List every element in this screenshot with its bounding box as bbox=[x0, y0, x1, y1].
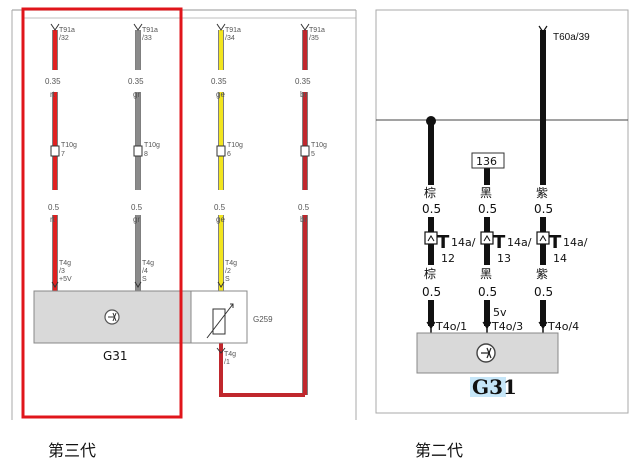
right-connector-pin: 13 bbox=[497, 252, 511, 265]
left-wire-bot-pin: /4 bbox=[142, 268, 148, 275]
left-wire-gauge: 0.35 bbox=[211, 77, 227, 86]
left-wire-top-pin: /32 bbox=[59, 35, 69, 42]
right-connector-T: T bbox=[493, 232, 506, 253]
left-wire-mid-pin: 6 bbox=[227, 151, 231, 158]
box-136-label: 136 bbox=[476, 155, 497, 168]
left-wire-bot-pin: /3 bbox=[59, 268, 65, 275]
left-wire-group: T91a/320.35rtT10g70.5rtT4g/3+5VT91a/330.… bbox=[45, 23, 327, 397]
g259-pin: /1 bbox=[224, 359, 230, 366]
right-wire-color-bot: 黑 bbox=[480, 267, 492, 281]
gen3-highlight-box bbox=[21, 7, 183, 419]
right-connector-suffix: 14a/ bbox=[507, 236, 532, 249]
left-wire-gauge2: 0.5 bbox=[131, 203, 143, 212]
right-wire-bottom-pin: T4o/3 bbox=[491, 320, 523, 333]
left-wire-mid-pin: 5 bbox=[311, 151, 315, 158]
right-wire-bottom-pin: T4o/1 bbox=[435, 320, 467, 333]
left-wire-bot-tag: T4g bbox=[142, 260, 154, 267]
left-wire-bot-extra: +5V bbox=[59, 276, 72, 283]
left-wire-top-pin: /33 bbox=[142, 35, 152, 42]
right-connector-pin: 14 bbox=[553, 252, 567, 265]
right-wire-gauge-bot: 0.5 bbox=[534, 285, 553, 299]
t60a-connector-label: T60a/39 bbox=[553, 32, 590, 43]
left-wire-bot-extra: S bbox=[225, 276, 230, 283]
right-wire-color-top: 棕 bbox=[424, 185, 436, 200]
left-wire-bot-tag: T4g bbox=[225, 260, 237, 267]
left-wire-gauge2: 0.5 bbox=[214, 203, 226, 212]
left-wire-top-tag: T91a bbox=[309, 27, 325, 34]
g259-pin-tag: T4g bbox=[224, 351, 236, 358]
left-wire-gauge: 0.35 bbox=[128, 77, 144, 86]
left-wire-gauge2: 0.5 bbox=[298, 203, 310, 212]
right-connector-T: T bbox=[437, 232, 450, 253]
right-wire-color-top: 紫 bbox=[536, 186, 548, 200]
g259-label: G259 bbox=[253, 315, 273, 324]
left-wire-top-pin: /35 bbox=[309, 35, 319, 42]
caption-gen3: 第三代 bbox=[48, 441, 96, 460]
left-wire-color-bot: rt bbox=[50, 215, 56, 224]
right-connector-T: T bbox=[549, 232, 562, 253]
right-wire-gauge-bot: 0.5 bbox=[478, 285, 497, 299]
left-wire-mid-pin: 7 bbox=[61, 151, 65, 158]
left-wire-gauge2: 0.5 bbox=[48, 203, 60, 212]
right-wire-extra: 5v bbox=[493, 306, 507, 319]
right-wire-gauge-top: 0.5 bbox=[422, 202, 441, 216]
left-wire-bot-extra: S bbox=[142, 276, 147, 283]
left-wire-top-tag: T91a bbox=[59, 27, 75, 34]
right-wire-gauge-top: 0.5 bbox=[478, 202, 497, 216]
g259-component bbox=[190, 290, 248, 344]
left-wire-color-top: rt bbox=[50, 90, 56, 99]
left-wire-top-pin: /34 bbox=[225, 35, 235, 42]
caption-gen2: 第二代 bbox=[415, 441, 463, 460]
right-wire-color-bot: 紫 bbox=[536, 267, 548, 281]
right-connector-pin: 12 bbox=[441, 252, 455, 265]
g259-return-wire bbox=[216, 343, 305, 397]
left-wire-mid-tag: T10g bbox=[227, 142, 243, 149]
right-wire-gauge-top: 0.5 bbox=[534, 202, 553, 216]
g31-label-gen2: G31 bbox=[472, 375, 517, 399]
right-wire-gauge-bot: 0.5 bbox=[422, 285, 441, 299]
right-wire-color-bot: 棕 bbox=[424, 266, 436, 281]
left-panel: T91a/320.35rtT10g70.5rtT4g/3+5VT91a/330.… bbox=[11, 7, 357, 460]
left-wire-mid-tag: T10g bbox=[61, 142, 77, 149]
right-connector-suffix: 14a/ bbox=[563, 236, 588, 249]
left-wire-color-top: gr bbox=[133, 90, 140, 99]
left-wire-color-bot: br bbox=[300, 215, 307, 224]
left-wire-color-top: br bbox=[300, 90, 307, 99]
left-wire-mid-tag: T10g bbox=[144, 142, 160, 149]
left-wire-color-bot: ge bbox=[216, 215, 225, 224]
g31-label-gen3: G31 bbox=[103, 349, 128, 363]
left-wire-mid-tag: T10g bbox=[311, 142, 327, 149]
left-wire-bot-pin: /2 bbox=[225, 268, 231, 275]
box-136 bbox=[471, 152, 505, 169]
right-wire-color-top: 黑 bbox=[480, 186, 492, 200]
left-wire-mid-pin: 8 bbox=[144, 151, 148, 158]
left-wire-color-top: ge bbox=[216, 90, 225, 99]
left-wire-top-tag: T91a bbox=[142, 27, 158, 34]
left-wire-gauge: 0.35 bbox=[295, 77, 311, 86]
left-wire-top-tag: T91a bbox=[225, 27, 241, 34]
right-wire-bottom-pin: T4o/4 bbox=[547, 320, 579, 333]
left-wire-gauge: 0.35 bbox=[45, 77, 61, 86]
left-wire-bot-tag: T4g bbox=[59, 260, 71, 267]
right-connector-suffix: 14a/ bbox=[451, 236, 476, 249]
left-wire-color-bot: gr bbox=[133, 215, 140, 224]
